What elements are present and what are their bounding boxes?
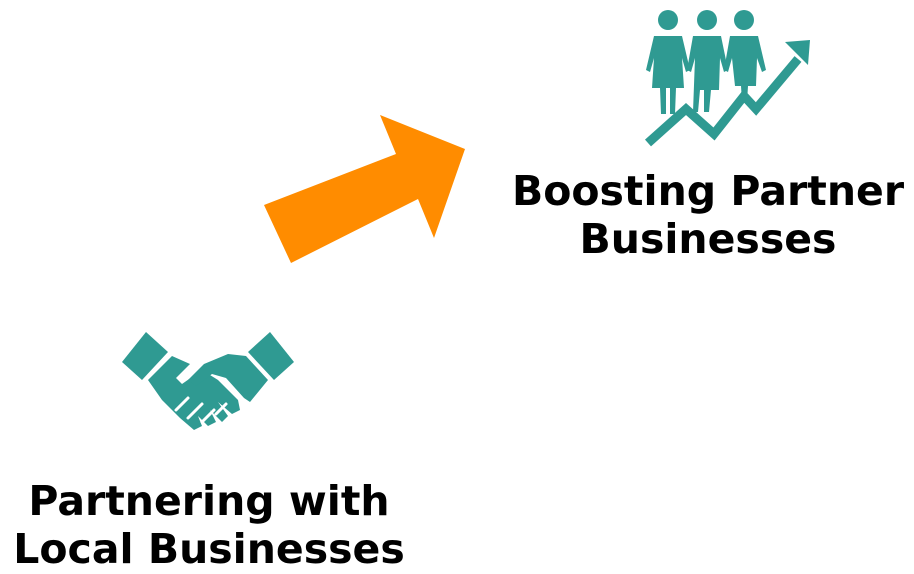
boosting-partner-line2: Businesses	[579, 215, 837, 263]
partnering-local-line2: Local Businesses	[13, 525, 405, 573]
boosting-partner-label: Boosting Partner Businesses	[510, 167, 906, 263]
partnering-local-label: Partnering with Local Businesses	[0, 477, 418, 573]
diagonal-arrow-icon	[264, 115, 465, 263]
handshake-icon	[122, 332, 294, 430]
partnering-local-line1: Partnering with	[28, 477, 390, 525]
boosting-partner-line1: Boosting Partner	[511, 167, 905, 215]
people-growth-icon	[644, 10, 810, 147]
